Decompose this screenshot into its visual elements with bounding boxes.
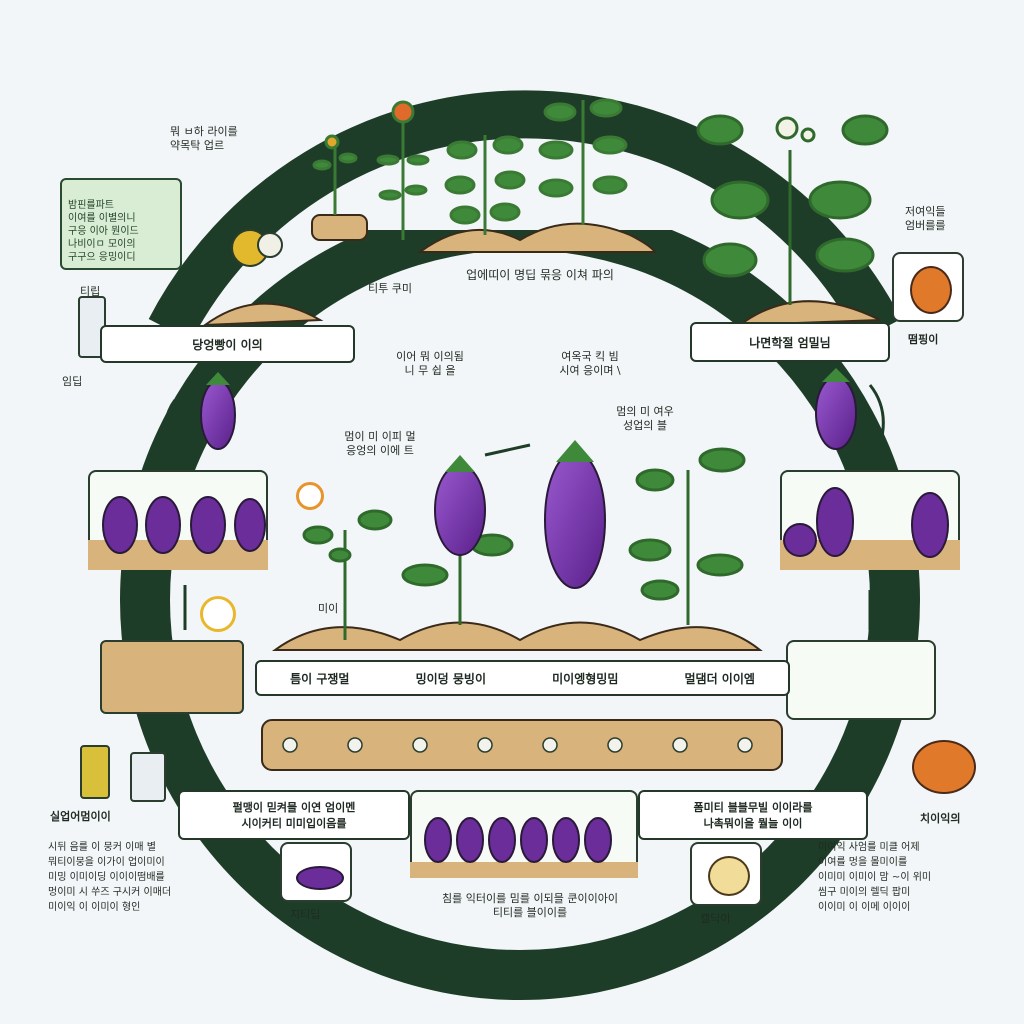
right-band-tag: 떰핑이 — [908, 333, 939, 346]
seed-tray — [261, 719, 783, 771]
left-eggplant-group — [88, 496, 268, 570]
bottom-right-band: 폼미티 블블무빌 이이라를 나촉뭐이을 뭘늘 이이 — [638, 790, 868, 840]
top-center-label: 업에띠이 명딥 묶응 이쳐 파의 — [466, 268, 614, 282]
sun-icon — [200, 596, 236, 632]
top-arrow-label: 티투 쿠미 — [368, 282, 412, 295]
eggplant-icon — [296, 866, 344, 890]
center-note-4: 멈이 미 이피 멀 응엉의 이에 트 — [344, 430, 416, 457]
container-icon — [130, 752, 166, 802]
sliced-icon-tile — [892, 252, 964, 322]
middle-band-label-3: 미이엥형밍밈 — [552, 671, 619, 686]
bottom-left-paragraph: 시뒤 음를 이 뭉커 이매 별 뭐티이뭉을 이가이 업이미이 미밍 이미이딩 이… — [48, 842, 172, 913]
center-note-3: 멈의 미 여우 성업의 블 — [616, 405, 674, 432]
bottom-left-band: 펄맹이 믿켜믈 이연 엄이멘 시이커티 미미입이음를 — [178, 790, 410, 840]
flow-arrows — [164, 253, 885, 630]
center-note-2: 여옥국 킥 빔 시여 응이며 \ — [559, 350, 621, 377]
bottom-left-title: 실업어멈이이 — [50, 810, 111, 823]
center-eggplants — [434, 440, 606, 589]
green-info-note: 밤핀를파트 이여를 이별의니 구응 이아 뭔이드 나비이ㅁ 모이의 구구으 응밍… — [60, 178, 182, 270]
bottom-center-caption: 침를 익터이를 밈를 이되믈 쿤이이아이 티티를 블이이를 — [442, 892, 618, 919]
ring-top-arc — [148, 90, 902, 342]
left-side-label: 임딥 — [62, 375, 83, 388]
eggplant-icon-tile — [280, 842, 352, 902]
potato-icon — [708, 856, 750, 896]
sliced-eggplant-icon — [910, 266, 952, 314]
bottom-right-paragraph: 미여익 사엄를 미클 어제 이여를 멍을 몰미이를 이미미 이미이 맘 ~이 위… — [818, 842, 932, 913]
middle-band-label-2: 밍이덩 뭉빙이 — [415, 671, 486, 686]
mature-plant — [696, 114, 889, 305]
bottom-left-caption: 지티딥 — [290, 908, 321, 921]
bottom-right-caption: 캘딕이 — [700, 912, 731, 925]
bottom-left-band-label: 펄맹이 믿켜믈 이연 엄이멘 시이커티 미미입이음를 — [232, 801, 356, 830]
bottom-right-band-label: 폼미티 블블무빌 이이라를 나촉뭐이을 뭘늘 이이 — [693, 801, 813, 830]
bottle-label: 티립 — [80, 285, 101, 298]
top-soil — [201, 214, 881, 327]
bottom-eggplant-group — [410, 817, 638, 878]
bottom-right-title: 치이익의 — [920, 812, 961, 825]
right-band-label: 나면학절 엄밀님 — [749, 335, 831, 350]
center-soil — [271, 621, 763, 651]
potato-icon-tile — [690, 842, 762, 906]
farmer-icon — [80, 745, 110, 799]
sun-small-icon — [296, 482, 324, 510]
test-tubes-box — [100, 640, 244, 714]
middle-stage-band: 틈이 구쟁멀 밍이덩 뭉빙이 미이엥형밍밈 멀댐더 이이엠 — [255, 660, 790, 696]
middle-band-label-1: 틈이 구쟁멀 — [290, 671, 350, 686]
left-band-label: 당엉빵이 이의 — [192, 337, 263, 352]
top-left-note: 뭐 ㅂ하 라이를 약목탁 업르 — [170, 125, 238, 152]
green-note-text: 밤핀를파트 이여를 이별의니 구응 이아 뭔이드 나비이ㅁ 모이의 구구으 응밍… — [68, 200, 139, 263]
middle-band-label-4: 멀댐더 이이엠 — [684, 671, 755, 686]
right-stage-band: 나면학절 엄밀님 — [690, 322, 890, 362]
cycle-ring-inner — [170, 250, 870, 950]
left-stage-band: 당엉빵이 이의 — [100, 325, 355, 363]
right-top-label: 저여익들 엄버를를 — [905, 205, 946, 232]
small-text: 미이 — [318, 602, 339, 615]
seeds-row — [282, 737, 753, 753]
orange-slices-icon — [912, 740, 976, 794]
right-eggplant-group — [780, 487, 960, 570]
center-note-1: 이어 뭐 이의됨 니 무 쉽 을 — [396, 350, 464, 377]
sliced-eggplant-box — [786, 640, 936, 720]
top-seedlings — [312, 98, 628, 240]
side-eggplants — [200, 368, 857, 450]
